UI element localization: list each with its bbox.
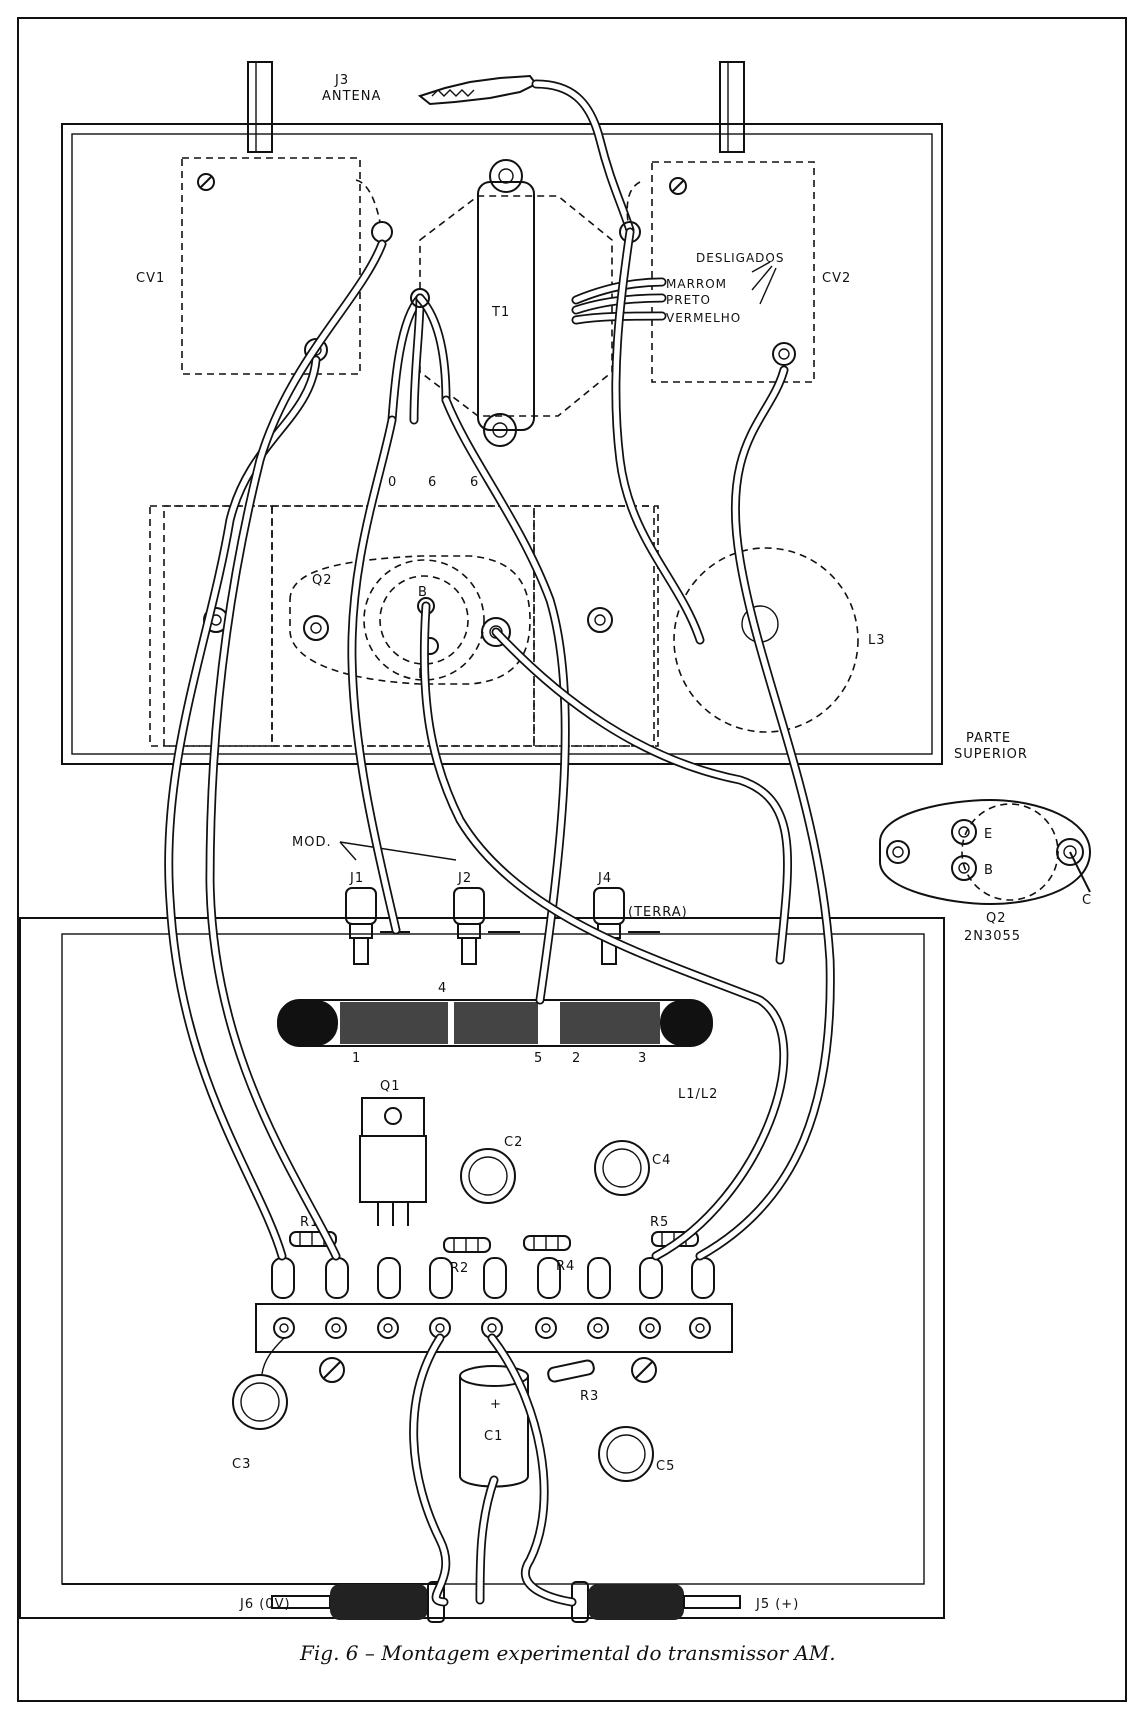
resistor-r2 — [443, 1237, 491, 1253]
mod-pointer-2 — [339, 841, 457, 861]
mod-label: MOD. — [292, 835, 332, 850]
j1-label: J1 — [349, 871, 364, 886]
plug-j5 — [571, 1581, 741, 1623]
l3-label: L3 — [868, 633, 886, 648]
c3-label: C3 — [232, 1457, 251, 1472]
cv1-label: CV1 — [136, 271, 165, 286]
j4-label: J4 — [597, 871, 612, 886]
j2-label: J2 — [457, 871, 472, 886]
coil-l1-l2 — [277, 999, 713, 1047]
tap-1-label: 1 — [352, 1051, 361, 1066]
terminal-lugs — [271, 1257, 715, 1299]
q1-label: Q1 — [380, 1079, 401, 1094]
q2-part-label: 2N3055 — [964, 929, 1021, 944]
resistor-r4 — [523, 1235, 571, 1251]
vermelho-label: VERMELHO — [666, 311, 741, 325]
capacitor-c2 — [460, 1148, 516, 1204]
capacitor-c4 — [594, 1140, 650, 1196]
r3-label: R3 — [580, 1389, 599, 1404]
transistor-q1 — [359, 1097, 427, 1226]
cv2-label: CV2 — [822, 271, 851, 286]
j5-label: J5 (+) — [755, 1597, 799, 1612]
capacitor-c3 — [232, 1337, 288, 1430]
figure-caption: Fig. 6 – Montagem experimental do transm… — [299, 1641, 836, 1665]
r5-label: R5 — [650, 1215, 669, 1230]
upper-board — [61, 123, 943, 765]
harness-wires — [164, 227, 835, 1607]
mounting-strip-right — [719, 61, 745, 153]
j6-label: J6 (0V) — [239, 1597, 291, 1612]
resistor-r3 — [547, 1359, 595, 1383]
terra-label: (TERRA) — [628, 905, 688, 920]
parte-label: PARTE — [966, 731, 1011, 746]
tap-6b-label: 6 — [470, 475, 479, 490]
q2-top-c-label: C — [1082, 893, 1092, 908]
jack-j1 — [345, 887, 410, 965]
tap-3-label: 3 — [638, 1051, 647, 1066]
tap-4-label: 4 — [438, 981, 447, 996]
outer-frame — [17, 17, 1127, 1702]
tap-5-label: 5 — [534, 1051, 543, 1066]
mounting-strip-left — [247, 61, 273, 153]
tap-2-label: 2 — [572, 1051, 581, 1066]
tap-6a-label: 6 — [428, 475, 437, 490]
q2-top-view — [879, 798, 1092, 906]
c4-label: C4 — [652, 1153, 671, 1168]
c1-label: C1 — [484, 1429, 503, 1444]
r2-label: R2 — [450, 1261, 469, 1276]
q2-name-label: Q2 — [986, 911, 1007, 926]
l1l2-label: L1/L2 — [678, 1087, 718, 1102]
marrom-label: MARROM — [666, 277, 727, 291]
superior-label: SUPERIOR — [954, 747, 1028, 762]
c5-label: C5 — [656, 1459, 675, 1474]
q2-top-e-label: E — [984, 827, 993, 842]
q2-b-label: B — [418, 585, 428, 600]
preto-label: PRETO — [666, 293, 711, 307]
plug-j6 — [271, 1581, 445, 1623]
c1-plus-label: + — [490, 1397, 502, 1412]
mod-pointer-1 — [339, 841, 357, 861]
c2-label: C2 — [504, 1135, 523, 1150]
tap-0-label: 0 — [388, 475, 397, 490]
q2-label: Q2 — [312, 573, 333, 588]
t1-leads — [387, 288, 451, 425]
q2-top-b-label: B — [984, 863, 994, 878]
desligados-label: DESLIGADOS — [696, 251, 784, 265]
capacitor-c5 — [598, 1426, 654, 1482]
t1-label: T1 — [491, 305, 510, 320]
j3-label: J3 — [334, 73, 349, 88]
antena-label: ANTENA — [322, 89, 381, 104]
capacitor-cv2 — [619, 161, 815, 383]
capacitor-cv1 — [181, 157, 393, 375]
antenna-clip-j3 — [417, 74, 635, 235]
jack-j2 — [453, 887, 520, 965]
